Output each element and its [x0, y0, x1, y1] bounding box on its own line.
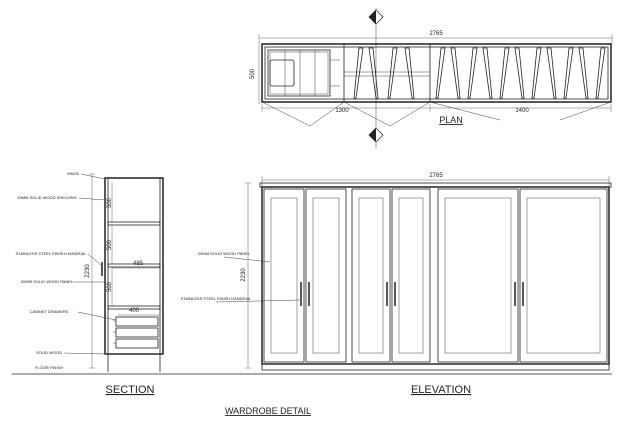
note-drawers: CABINET DRAWERS [30, 309, 69, 314]
door-panel [519, 188, 608, 363]
plan-hangers [353, 47, 606, 99]
hanger [404, 47, 415, 99]
hanger [435, 47, 446, 99]
section-view: 2230 500 500 500 485 400 [16, 171, 164, 396]
door-panel [437, 188, 519, 363]
section-height-dimension: 2230 [85, 173, 95, 369]
elevation-view: 2765 2230 20MM SOLID WOOD PANEL STAINLES… [181, 173, 612, 396]
door-inset [444, 197, 512, 354]
elevation-title: ELEVATION [411, 384, 471, 396]
door-inset [358, 197, 384, 354]
hanger [482, 47, 493, 99]
plan-right-segment-label: 1400 [515, 108, 529, 114]
elevation-note-handrail: STAINLESS STEEL FINISH HANDRAIL [181, 296, 253, 301]
door-panel [305, 188, 347, 363]
drawing-title: WARDROBE DETAIL [225, 406, 311, 416]
hanger [353, 47, 364, 99]
elevation-note-panel: 20MM SOLID WOOD PANEL [198, 251, 251, 256]
plan-width-label: 2765 [429, 31, 443, 37]
elevation-height-dimension: 2230 [241, 182, 251, 369]
section-depth-label: 485 [133, 261, 144, 267]
door-panel [351, 188, 391, 363]
plan-segment-dimensions: 1300 1400 [261, 104, 612, 114]
plan-view: 2765 500 [250, 8, 613, 148]
section-notes: HINGE 50MM SOLID WOOD SHELVING STAINLESS… [16, 171, 117, 370]
hanger [368, 47, 379, 99]
note-solid-wood: SOLID WOOD [36, 350, 62, 355]
plan-depth-dimension: 500 [250, 44, 260, 104]
note-floor: FLOOR FINISH [35, 365, 63, 370]
section-drawer-depth-label: 400 [129, 308, 140, 314]
elevation-carcass [261, 186, 610, 365]
shelf-spacing-3: 500 [107, 281, 113, 292]
section-shelf-dimensions: 500 500 500 [107, 182, 113, 306]
hanger [450, 47, 461, 99]
plan-drawer-unit [267, 49, 340, 97]
plan-depth-label: 500 [250, 68, 256, 79]
door-inset [270, 197, 298, 354]
hanger [387, 47, 398, 99]
hanger [467, 47, 478, 99]
note-handrail: STAINLESS STEEL FINISH HANDRAIL [16, 251, 88, 256]
section-height-label: 2230 [85, 264, 91, 278]
note-shelving: 50MM SOLID WOOD SHELVING [17, 195, 76, 200]
section-plinth [105, 353, 163, 372]
section-depth-dimension: 485 400 [112, 261, 160, 316]
plan-carcass [261, 43, 612, 103]
elevation-height-label: 2230 [241, 268, 247, 282]
section-shelves [107, 221, 161, 310]
hanger [531, 47, 542, 99]
hanger [563, 47, 574, 99]
note-hinge: HINGE [67, 171, 80, 176]
plan-left-segment-label: 1300 [335, 108, 349, 114]
hanger [578, 47, 589, 99]
hanger [595, 47, 606, 99]
elevation-plinth [261, 363, 610, 371]
elevation-doors [263, 188, 608, 363]
hanger [499, 47, 510, 99]
elevation-width-dimension: 2765 [261, 173, 610, 186]
door-panel [263, 188, 305, 363]
elevation-width-label: 2765 [429, 173, 443, 179]
hanger [514, 47, 525, 99]
plan-door-swings [261, 101, 612, 127]
shelf-spacing-2: 500 [107, 239, 113, 250]
hanger [546, 47, 557, 99]
door-inset [398, 197, 424, 354]
section-drawers [113, 316, 159, 349]
door-panel [391, 188, 431, 363]
section-title: SECTION [106, 384, 155, 396]
section-marker-bottom [368, 127, 384, 143]
plan-title: PLAN [439, 115, 463, 125]
note-panel: 20MM SOLID WOOD PANEL [21, 279, 74, 284]
door-inset [526, 197, 601, 354]
plan-width-dimension: 2765 [258, 31, 613, 44]
shelf-spacing-1: 500 [107, 197, 113, 208]
door-inset [312, 197, 340, 354]
